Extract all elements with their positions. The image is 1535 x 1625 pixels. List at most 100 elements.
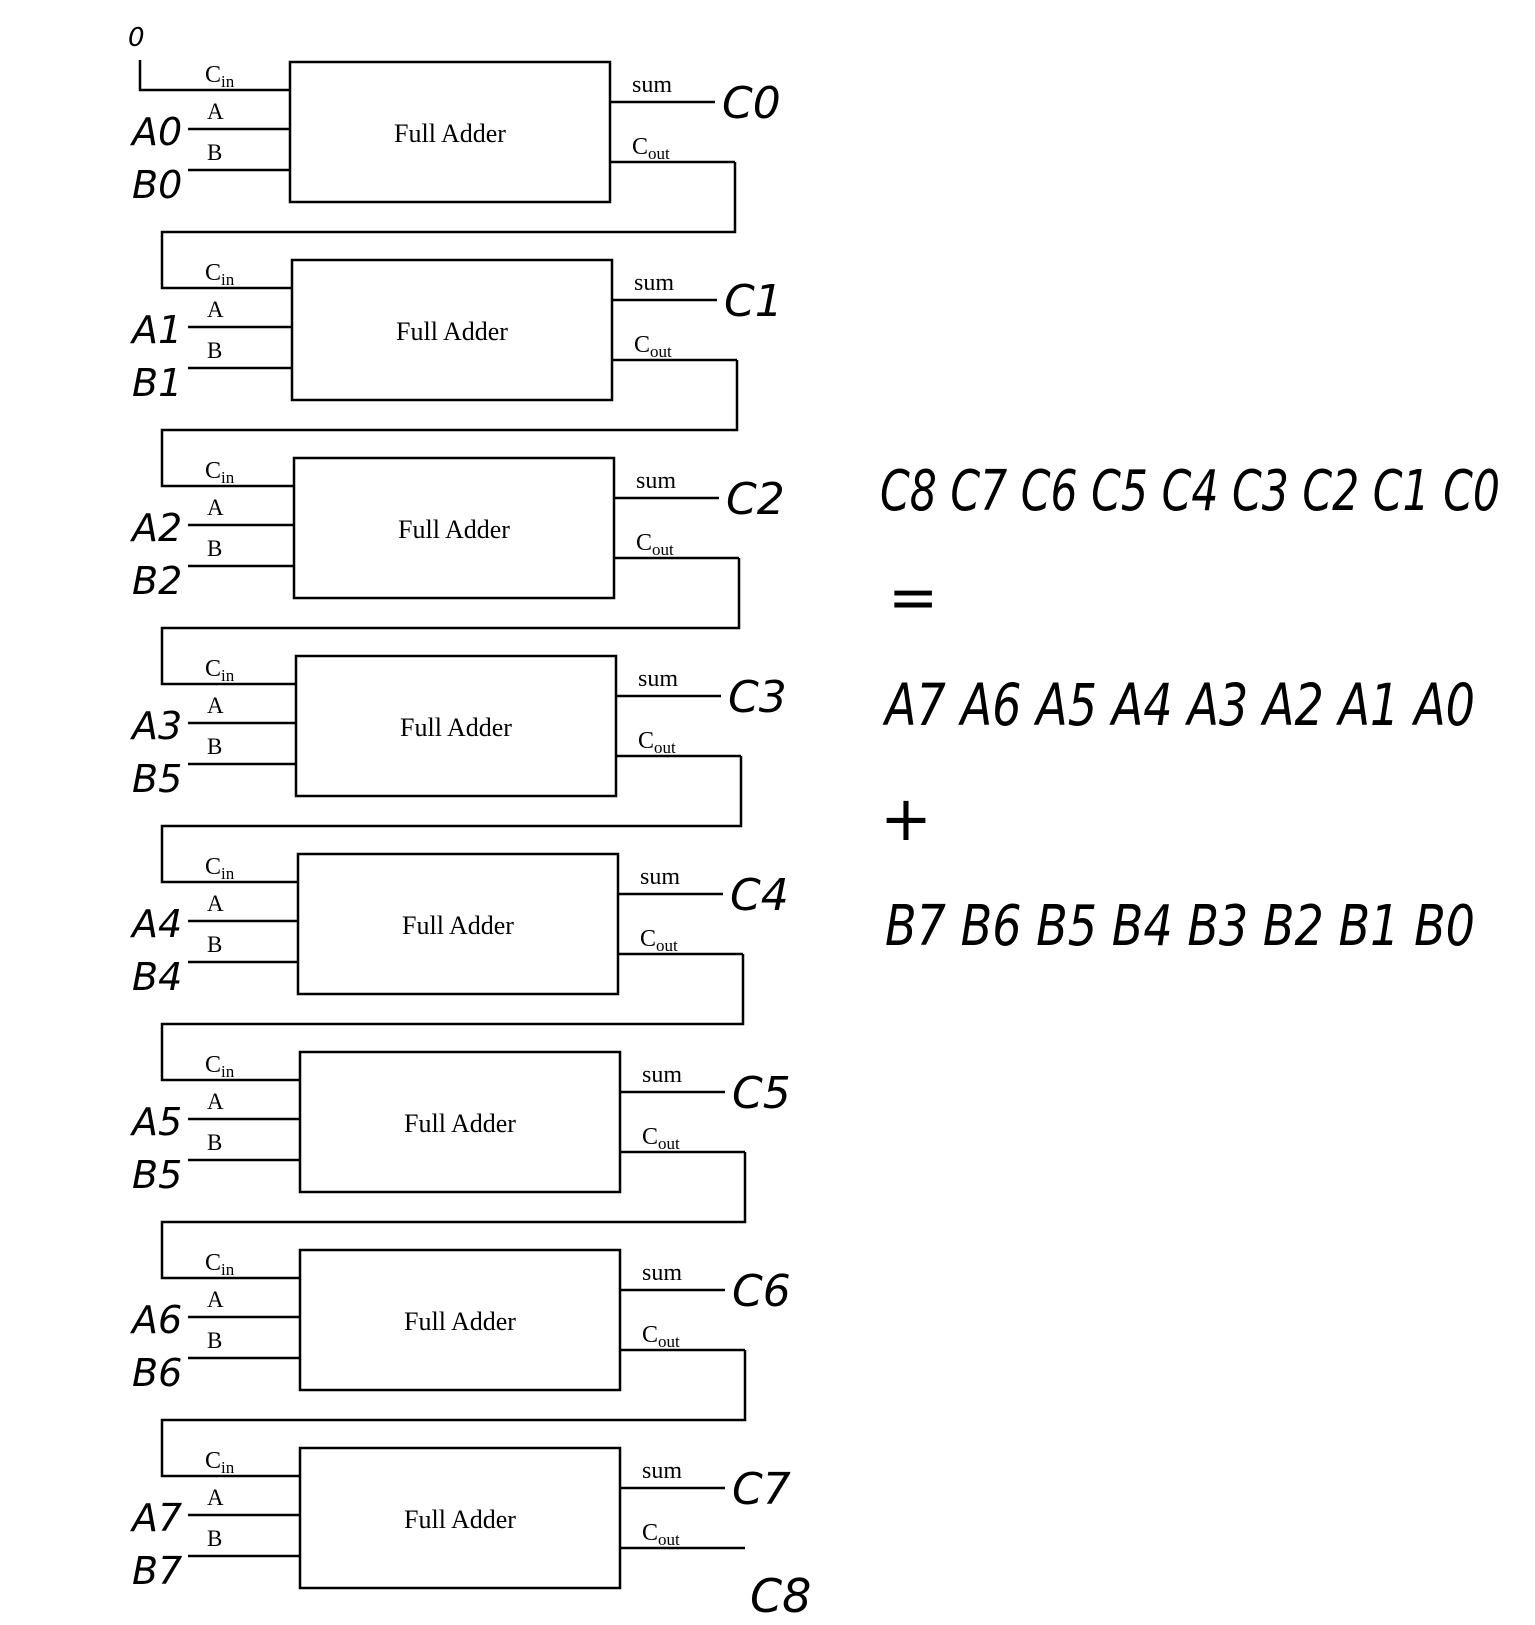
carry-link-wire <box>160 558 741 686</box>
operand-b-label: B5 <box>132 757 182 801</box>
full-adder-block <box>298 1050 622 1194</box>
sum-port-label: sum <box>632 72 672 98</box>
carry-in-zero-label: 0 <box>128 23 145 53</box>
b-port-label: B <box>207 1526 222 1551</box>
cout-port-label: Cout <box>634 332 672 361</box>
a-port-label: A <box>207 1485 224 1510</box>
operand-b-label: B4 <box>132 955 182 999</box>
carry-link-wire <box>160 1152 747 1280</box>
full-adder-title: Full Adder <box>404 1505 516 1534</box>
carry-link-wire <box>160 756 743 884</box>
a-port-label: A <box>207 495 224 520</box>
equation-addend-b: B7 B6 B5 B4 B3 B2 B1 B0 <box>885 894 1475 959</box>
equation-addend-a: A7 A6 A5 A4 A3 A2 A1 A0 <box>882 671 1475 739</box>
full-adder-block <box>288 60 612 204</box>
cout-port-label: Cout <box>632 134 670 163</box>
b-port-label: B <box>207 338 222 363</box>
full-adder-block <box>290 258 614 402</box>
cin-port-label: Cin <box>205 1448 235 1477</box>
sum-output-label: C3 <box>728 672 787 723</box>
operand-a-label: A4 <box>129 902 182 946</box>
full-adder-block <box>298 1446 622 1590</box>
cout-port-label: Cout <box>640 926 678 955</box>
a-port-label: A <box>207 1089 224 1114</box>
carry-link-wire <box>160 954 745 1082</box>
full-adder-block <box>292 456 616 600</box>
cout-port-label: Cout <box>642 1520 680 1549</box>
operand-a-label: A1 <box>129 308 182 352</box>
full-adder-title: Full Adder <box>400 713 512 742</box>
cin-port-label: Cin <box>205 1052 235 1081</box>
full-adder-title: Full Adder <box>398 515 510 544</box>
sum-port-label: sum <box>642 1458 682 1484</box>
sum-output-label: C5 <box>732 1068 791 1119</box>
a-port-label: A <box>207 297 224 322</box>
b-port-label: B <box>207 536 222 561</box>
full-adder-title: Full Adder <box>402 911 514 940</box>
sum-port-label: sum <box>642 1062 682 1088</box>
operand-b-label: B6 <box>132 1351 182 1395</box>
sum-output-label: C0 <box>722 78 781 129</box>
sum-output-label: C4 <box>730 870 789 921</box>
operand-b-label: B2 <box>132 559 182 603</box>
operand-a-label: A5 <box>129 1100 182 1144</box>
a-port-label: A <box>207 99 224 124</box>
sum-port-label: sum <box>642 1260 682 1286</box>
b-port-label: B <box>207 140 222 165</box>
b-port-label: B <box>207 734 222 759</box>
full-adder-block <box>296 852 620 996</box>
cin-port-label: Cin <box>205 1250 235 1279</box>
a-port-label: A <box>207 1287 224 1312</box>
cout-port-label: Cout <box>642 1322 680 1351</box>
carry-in-wire <box>138 60 190 92</box>
sum-port-label: sum <box>634 270 674 296</box>
full-adder-block <box>298 1248 622 1392</box>
operand-a-label: A3 <box>129 704 182 748</box>
full-adder-title: Full Adder <box>394 119 506 148</box>
sum-output-label: C7 <box>732 1464 791 1515</box>
carry-link-wire <box>160 360 739 488</box>
carry-links <box>138 60 747 1478</box>
operand-b-label: B0 <box>132 163 182 207</box>
cout-port-label: Cout <box>638 728 676 757</box>
full-adder-title: Full Adder <box>396 317 508 346</box>
b-port-label: B <box>207 1328 222 1353</box>
cout-port-label: Cout <box>642 1124 680 1153</box>
a-port-label: A <box>207 693 224 718</box>
equation-plus: + <box>880 782 932 855</box>
carry-link-wire <box>160 162 737 290</box>
final-carry-label: C8 <box>750 1569 811 1623</box>
full-adder-title: Full Adder <box>404 1307 516 1336</box>
operand-b-label: B1 <box>132 361 182 405</box>
sum-output-label: C2 <box>726 474 785 525</box>
cin-port-label: Cin <box>205 458 235 487</box>
sum-output-label: C6 <box>732 1266 791 1317</box>
full-adder-title: Full Adder <box>404 1109 516 1138</box>
cin-port-label: Cin <box>205 260 235 289</box>
b-port-label: B <box>207 1130 222 1155</box>
operand-a-label: A7 <box>129 1496 182 1540</box>
equation-result: C8 C7 C6 C5 C4 C3 C2 C1 C0 <box>880 459 1500 524</box>
carry-link-wire <box>160 1350 747 1478</box>
sum-port-label: sum <box>636 468 676 494</box>
operand-a-label: A6 <box>129 1298 182 1342</box>
addition-equation: C8 C7 C6 C5 C4 C3 C2 C1 C0 = A7 A6 A5 A4… <box>880 459 1500 959</box>
cin-port-label: Cin <box>205 854 235 883</box>
sum-port-label: sum <box>640 864 680 890</box>
sum-port-label: sum <box>638 666 678 692</box>
operand-a-label: A2 <box>129 506 182 550</box>
cin-port-label: Cin <box>205 656 235 685</box>
a-port-label: A <box>207 891 224 916</box>
operand-b-label: B5 <box>132 1153 182 1197</box>
cin-port-label: Cin <box>205 62 235 91</box>
